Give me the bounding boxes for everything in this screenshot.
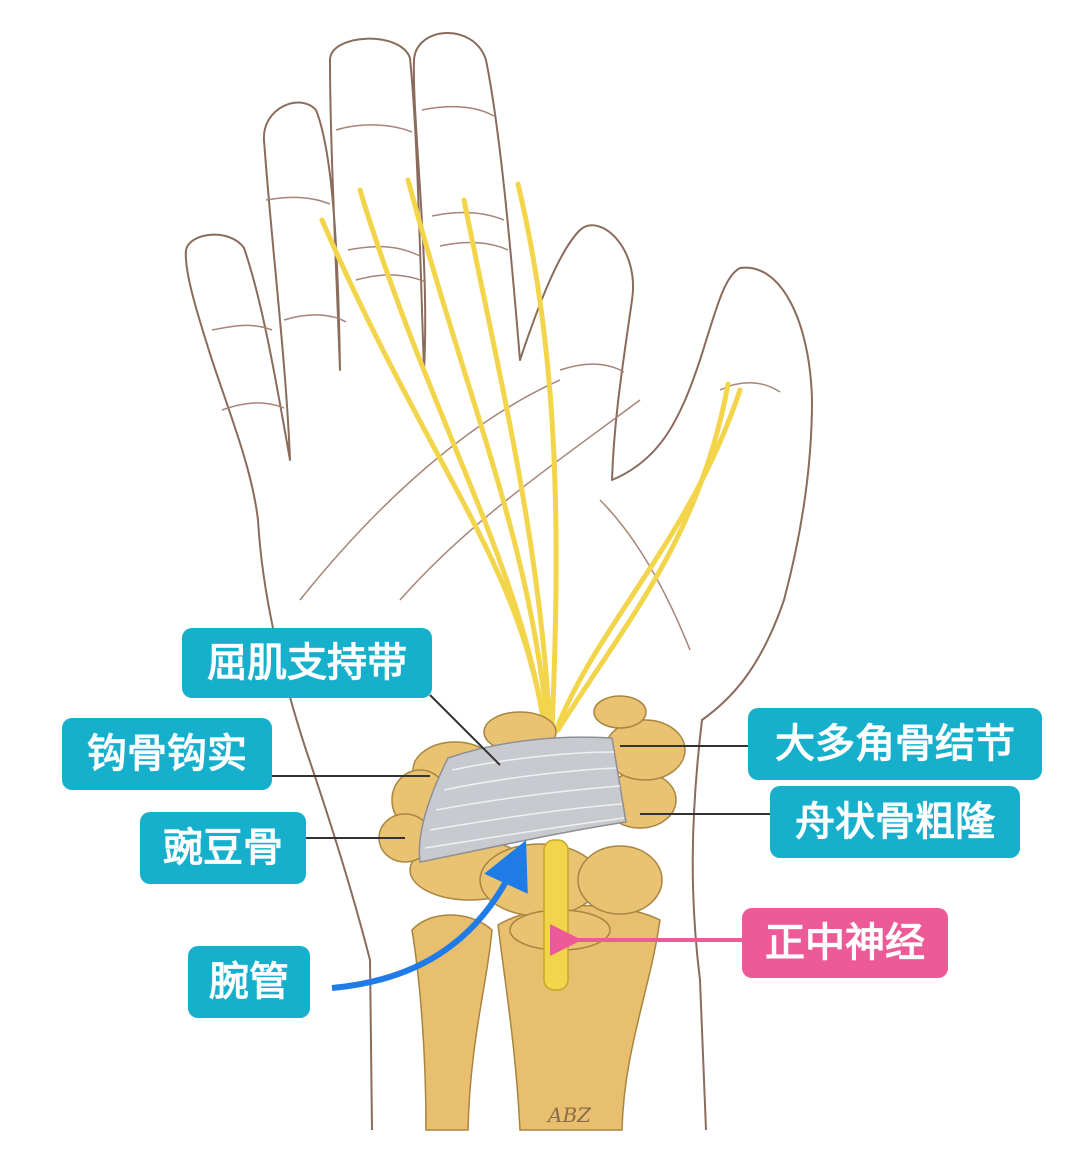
forearm-bones: [411, 904, 661, 1131]
label-carpal-tunnel: 腕管: [188, 946, 310, 1018]
label-flexor-retinaculum: 屈肌支持带: [182, 628, 432, 698]
hand-outline: [184, 32, 813, 1131]
label-median-nerve: 正中神经: [742, 908, 948, 978]
median-nerve-trunk: [543, 839, 569, 991]
label-trapezium-tubercle: 大多角骨结节: [748, 708, 1042, 780]
flexor-retinaculum-band: [418, 736, 627, 863]
retinaculum-fibers: [424, 751, 625, 849]
artist-signature: ABZ: [546, 1103, 592, 1127]
label-hook-of-hamate: 钩骨钩实: [62, 718, 272, 790]
label-scaphoid-tuberosity: 舟状骨粗隆: [770, 786, 1020, 858]
leader-lines: [268, 694, 770, 839]
carpal-tunnel-arrow: [331, 840, 528, 991]
median-nerve-branches: [319, 177, 743, 733]
label-pisiform: 豌豆骨: [140, 812, 306, 884]
